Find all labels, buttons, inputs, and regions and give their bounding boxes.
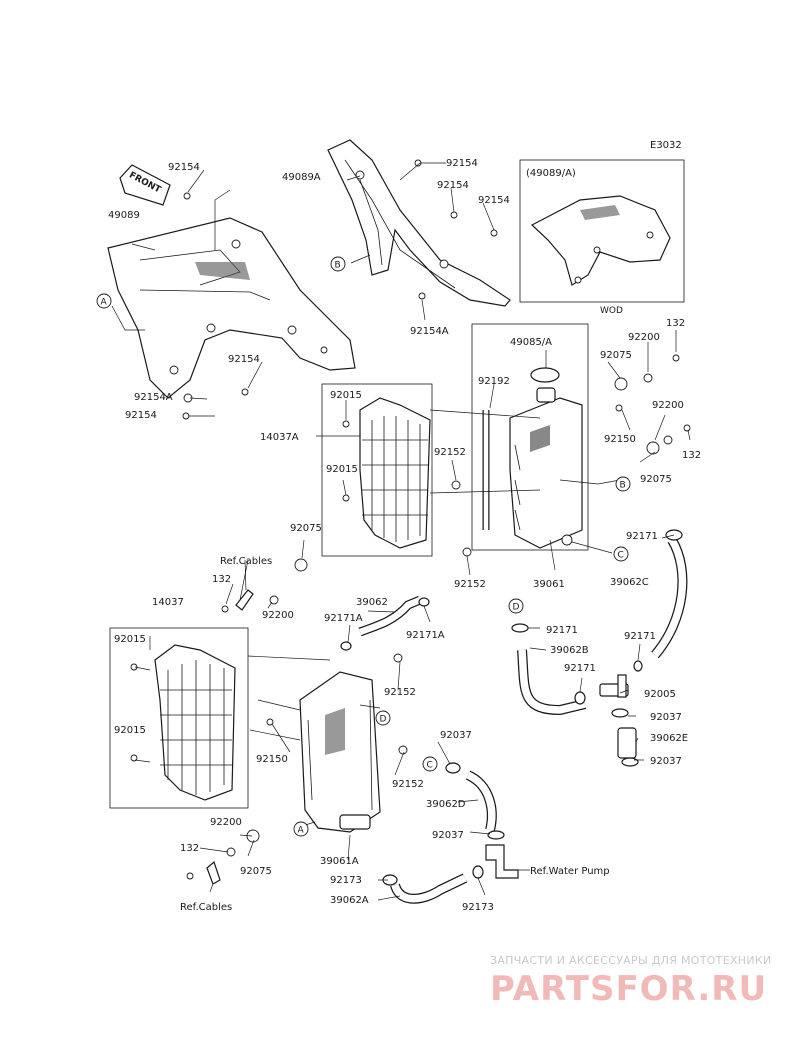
part-label: 92154	[478, 195, 510, 206]
hose-39062C	[651, 537, 688, 659]
inset-title: (49089/A)	[526, 168, 576, 179]
radiator-right-39061	[471, 323, 589, 551]
part-label: 92075	[600, 350, 632, 361]
part-label: 92171	[546, 625, 578, 636]
ref-water-pump: Ref.Water Pump	[530, 866, 610, 877]
part-label: 92171A	[406, 630, 445, 641]
callout-b-right: B	[620, 481, 626, 491]
part-label: 92154	[446, 158, 478, 169]
part-label: 14037A	[260, 432, 299, 443]
inset-box: (49089/A) WOD	[519, 159, 685, 316]
part-label: 92152	[384, 687, 416, 698]
part-label: 92037	[440, 730, 472, 741]
watermark-tagline: ЗАПЧАСТИ И АКСЕССУАРЫ ДЛЯ МОТОТЕХНИКИ	[490, 954, 772, 967]
hose-39062D	[465, 770, 497, 832]
fitting-92005	[599, 674, 629, 698]
radiator-shroud-left	[107, 217, 356, 399]
part-label: 92154	[437, 180, 469, 191]
part-label: 92037	[432, 830, 464, 841]
callout-d-right: D	[513, 603, 520, 613]
part-label: 39061	[533, 579, 565, 590]
part-label: 92015	[330, 390, 362, 401]
part-label: 92075	[240, 866, 272, 877]
part-label: 92152	[454, 579, 486, 590]
part-label: 92200	[262, 610, 294, 621]
front-arrow-icon: FRONT	[119, 164, 171, 206]
callout-a-top: A	[101, 298, 108, 308]
part-label: 92154	[168, 162, 200, 173]
part-label: 92015	[326, 464, 358, 475]
part-label: 39062	[356, 597, 388, 608]
part-label: 92005	[644, 689, 676, 700]
part-label: 132	[180, 843, 199, 854]
part-label: 14037	[152, 597, 184, 608]
part-label: 92171	[564, 663, 596, 674]
ref-cables-top: Ref.Cables	[220, 556, 272, 567]
part-label: 39062A	[330, 895, 369, 906]
part-label: 92173	[330, 875, 362, 886]
part-label: 92075	[640, 474, 672, 485]
part-label: 92171A	[324, 613, 363, 624]
shroud-bracket-49089A	[327, 139, 511, 307]
part-label: 92154	[125, 410, 157, 421]
radiator-guard-14037A	[321, 383, 433, 557]
part-label: 92150	[256, 754, 288, 765]
callout-markers: A B B C D D C A	[96, 256, 631, 837]
ref-cables-bottom: Ref.Cables	[180, 902, 232, 913]
part-label: 92154A	[134, 392, 173, 403]
part-label: 92200	[628, 332, 660, 343]
part-label: 49089A	[282, 172, 321, 183]
part-label: 92192	[478, 376, 510, 387]
callout-b-top: B	[335, 261, 341, 271]
part-label: 49085/A	[510, 337, 552, 348]
part-label: 49089	[108, 210, 140, 221]
callout-c-right: C	[618, 551, 624, 561]
hose-39062E	[617, 727, 637, 759]
part-label: 92200	[210, 817, 242, 828]
part-label: 92015	[114, 725, 146, 736]
part-label: 92200	[652, 400, 684, 411]
part-label: 92171	[626, 531, 658, 542]
part-label: 132	[212, 574, 231, 585]
part-label: 92173	[462, 902, 494, 913]
part-label: 92075	[290, 523, 322, 534]
radiator-guard-14037	[109, 627, 249, 809]
watermark-logo: PARTSFOR.RU	[490, 969, 767, 1009]
inset-note: WOD	[600, 306, 623, 316]
hose-39062	[358, 595, 422, 637]
diagram-code: E3032	[650, 140, 682, 151]
part-label: 92015	[114, 634, 146, 645]
hose-39062A	[390, 873, 468, 904]
part-label: 132	[682, 450, 701, 461]
callout-c-bottom: C	[427, 761, 433, 771]
part-label: 92037	[650, 756, 682, 767]
radiator-left-39061A	[299, 671, 381, 833]
part-label: 92037	[650, 712, 682, 723]
callout-a-bottom: A	[298, 826, 305, 836]
part-label: 39062E	[650, 733, 688, 744]
part-label: 92154A	[410, 326, 449, 337]
part-label: 39061A	[320, 856, 359, 867]
part-label: 39062B	[550, 645, 589, 656]
hose-39062B	[517, 649, 587, 716]
part-label: 39062C	[610, 577, 649, 588]
part-label: 92150	[604, 434, 636, 445]
part-label: 92152	[434, 447, 466, 458]
part-label: 92152	[392, 779, 424, 790]
part-labels: 92154 49089 92154 92154A 92154 49089A 92…	[108, 158, 701, 913]
callout-d-left: D	[380, 715, 387, 725]
cable-clips	[206, 589, 254, 885]
part-label: 92171	[624, 631, 656, 642]
part-label: 132	[666, 318, 685, 329]
part-label: 39062D	[426, 799, 466, 810]
leader-lines	[111, 162, 691, 901]
water-pump-pipe	[485, 844, 519, 879]
part-label: 92154	[228, 354, 260, 365]
